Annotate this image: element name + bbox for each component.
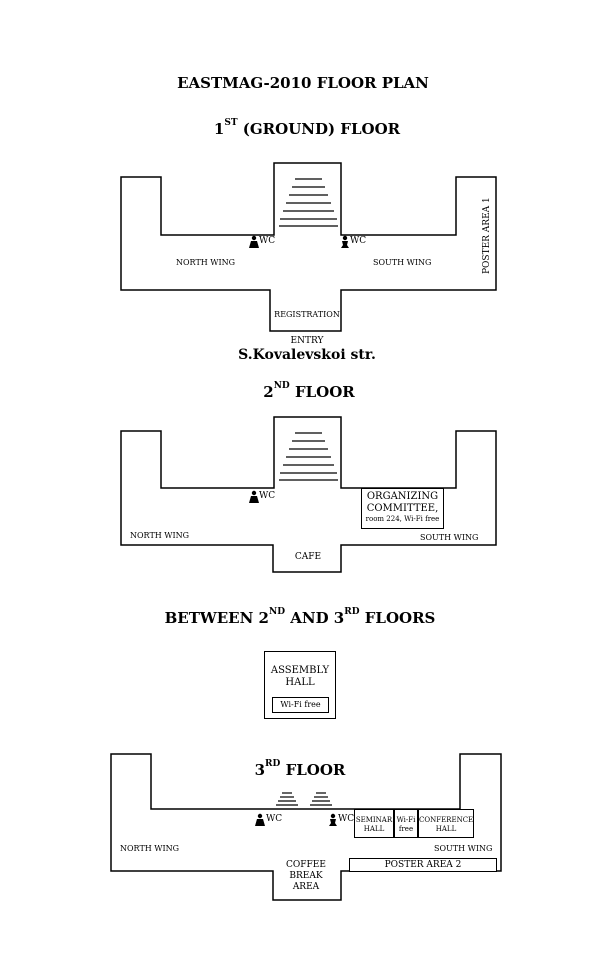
- assembly-line2: HALL: [285, 677, 315, 688]
- coffee-line2: BREAK: [289, 871, 323, 881]
- floor1-north-wing: NORTH WING: [176, 258, 236, 267]
- person-icon: [341, 235, 349, 248]
- floor1-south-wing: SOUTH WING: [373, 258, 432, 267]
- floor3-seminar-hall: SEMINAR HALL: [354, 809, 394, 838]
- floor1-outline: [120, 162, 497, 332]
- between-floors-title: BETWEEN 2ND AND 3RD FLOORS: [164, 607, 436, 627]
- floor1-registration: REGISTRATION: [274, 310, 340, 319]
- floor1-poster-area: POSTER AREA 1: [482, 197, 492, 274]
- page-title: EASTMAG-2010 FLOOR PLAN: [177, 74, 429, 92]
- floor2-stairs-icon: [279, 432, 338, 481]
- floor3-conference-hall: CONFERENCE HALL: [418, 809, 474, 838]
- coffee-line1: COFFEE: [286, 860, 326, 870]
- floor3-outline: [110, 753, 502, 901]
- floor1-title: 1ST (GROUND) FLOOR: [213, 118, 401, 138]
- committee-line1: ORGANIZING: [366, 491, 439, 502]
- person-icon: [249, 490, 259, 503]
- person-icon: [329, 813, 337, 826]
- floor3-wc-south: WC: [338, 814, 355, 824]
- floor1-street: S.Kovalevskoi str.: [238, 347, 376, 363]
- floor3-poster-area: POSTER AREA 2: [349, 858, 497, 872]
- floor3-title: 3RD FLOOR: [254, 759, 346, 779]
- floor1-wc-south: WC: [350, 236, 367, 246]
- floor3-wifi-zone: Wi-Fi free: [394, 809, 418, 838]
- seminar-line2: HALL: [363, 825, 385, 833]
- floor2-cafe: CAFE: [294, 552, 322, 562]
- floor3-north-wing: NORTH WING: [120, 844, 180, 853]
- seminar-line1: SEMINAR: [355, 816, 393, 824]
- assembly-line1: ASSEMBLY: [270, 665, 330, 676]
- floor2-south-wing: SOUTH WING: [420, 533, 479, 542]
- coffee-line3: AREA: [292, 882, 320, 892]
- floor2-north-wing: NORTH WING: [130, 531, 190, 540]
- floor2-outline: [120, 416, 497, 573]
- floor3-south-wing: SOUTH WING: [434, 844, 493, 853]
- floor3-wc-north: WC: [266, 814, 283, 824]
- assembly-wifi: Wi-Fi free: [272, 697, 329, 713]
- person-icon: [255, 813, 265, 826]
- conference-line1: CONFERENCE: [419, 816, 474, 824]
- floor1-entry: ENTRY: [290, 336, 324, 346]
- committee-line2: COMMITTEE,: [366, 503, 439, 514]
- floor2-title: 2ND FLOOR: [263, 381, 355, 401]
- floor2-wc: WC: [259, 491, 276, 501]
- wifi-line2: free: [398, 825, 414, 833]
- floor2-organizing-committee: ORGANIZING COMMITTEE, room 224, Wi-Fi fr…: [361, 488, 444, 529]
- wifi-line1: Wi-Fi: [396, 816, 416, 824]
- committee-line3: room 224, Wi-Fi free: [365, 515, 440, 523]
- person-icon: [249, 235, 259, 248]
- floor1-wc-north: WC: [259, 236, 276, 246]
- conference-line2: HALL: [435, 825, 457, 833]
- floor3-stairs-icon: [276, 792, 332, 806]
- floor3-coffee-break: COFFEE BREAK AREA: [286, 860, 326, 893]
- floor1-stairs-icon: [279, 178, 338, 227]
